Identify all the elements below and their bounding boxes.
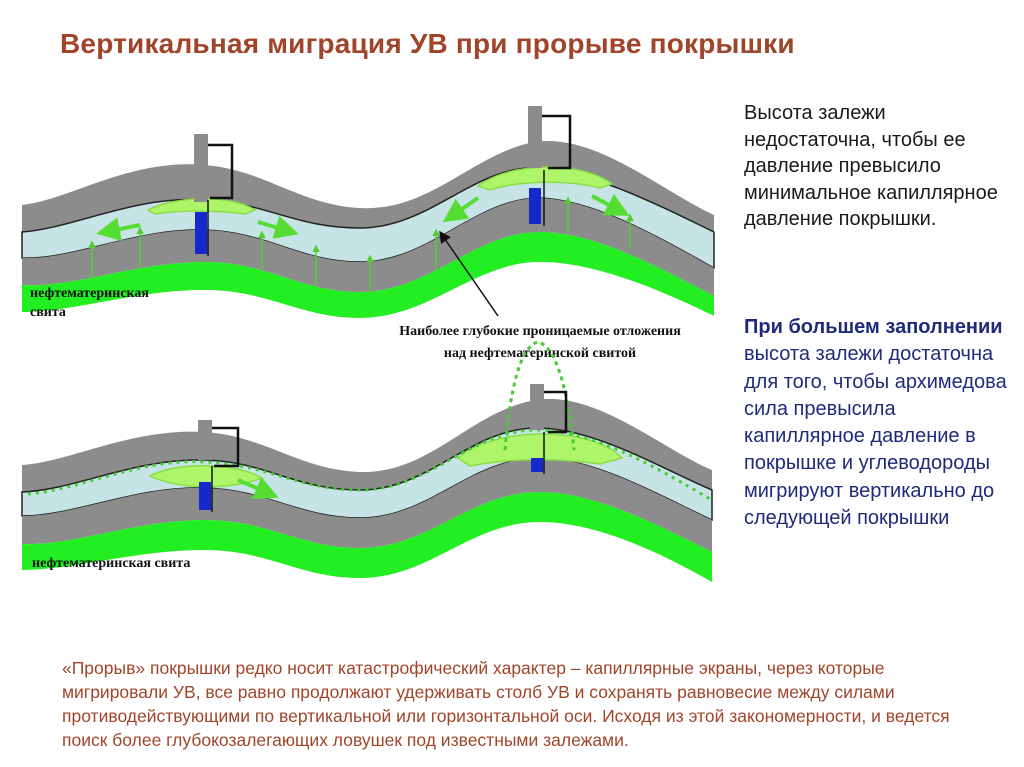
source-rock-layer xyxy=(22,232,714,318)
vertical-migration-ticks-top xyxy=(88,196,634,290)
explanation-rest: высота залежи достаточна для того, чтобы… xyxy=(744,343,1007,530)
page-title: Вертикальная миграция УВ при прорыве пок… xyxy=(60,28,795,59)
bottom-section: нефтематеринская свита xyxy=(21,340,713,582)
footer-note: «Прорыв» покрышки редко носит катастрофи… xyxy=(62,658,950,750)
callout-label-line1: Наиболее глубокие проницаемые отложения xyxy=(399,324,681,339)
well-right-bottom xyxy=(530,384,568,474)
hydrocarbon-accumulation-right xyxy=(476,166,614,191)
callout-pointer xyxy=(439,230,499,317)
explanation-sufficient-filling: При большем заполнении высота залежи дос… xyxy=(744,314,1016,532)
source-rock-label-top-line1: нефтематеринская xyxy=(30,286,149,301)
well-left-bottom xyxy=(198,420,240,512)
source-rock-label-bottom: нефтематеринская свита xyxy=(32,556,190,571)
migration-arrows-top xyxy=(96,194,630,241)
hydrocarbon-accumulation-right-bottom xyxy=(456,433,624,467)
cap-rock-lower-bottom xyxy=(22,458,712,552)
well-left xyxy=(194,134,234,256)
well-right xyxy=(528,106,572,226)
explanation-insufficient-height: Высота залежи недостаточна, чтобы ее дав… xyxy=(744,102,998,230)
hydrocarbon-accumulation-left xyxy=(146,198,257,215)
explanation-bold-lead: При большем заполнении xyxy=(744,316,1003,338)
migration-arrows-bottom xyxy=(237,477,279,500)
migration-trace-dotted xyxy=(27,428,713,502)
source-rock-label-top-line2: свита xyxy=(30,305,66,320)
top-section: нефтематеринская свита Наиболее глубокие… xyxy=(21,106,715,361)
source-rock-layer-bottom xyxy=(22,492,712,582)
callout-label-line2: над нефтематеринской свитой xyxy=(444,346,636,361)
